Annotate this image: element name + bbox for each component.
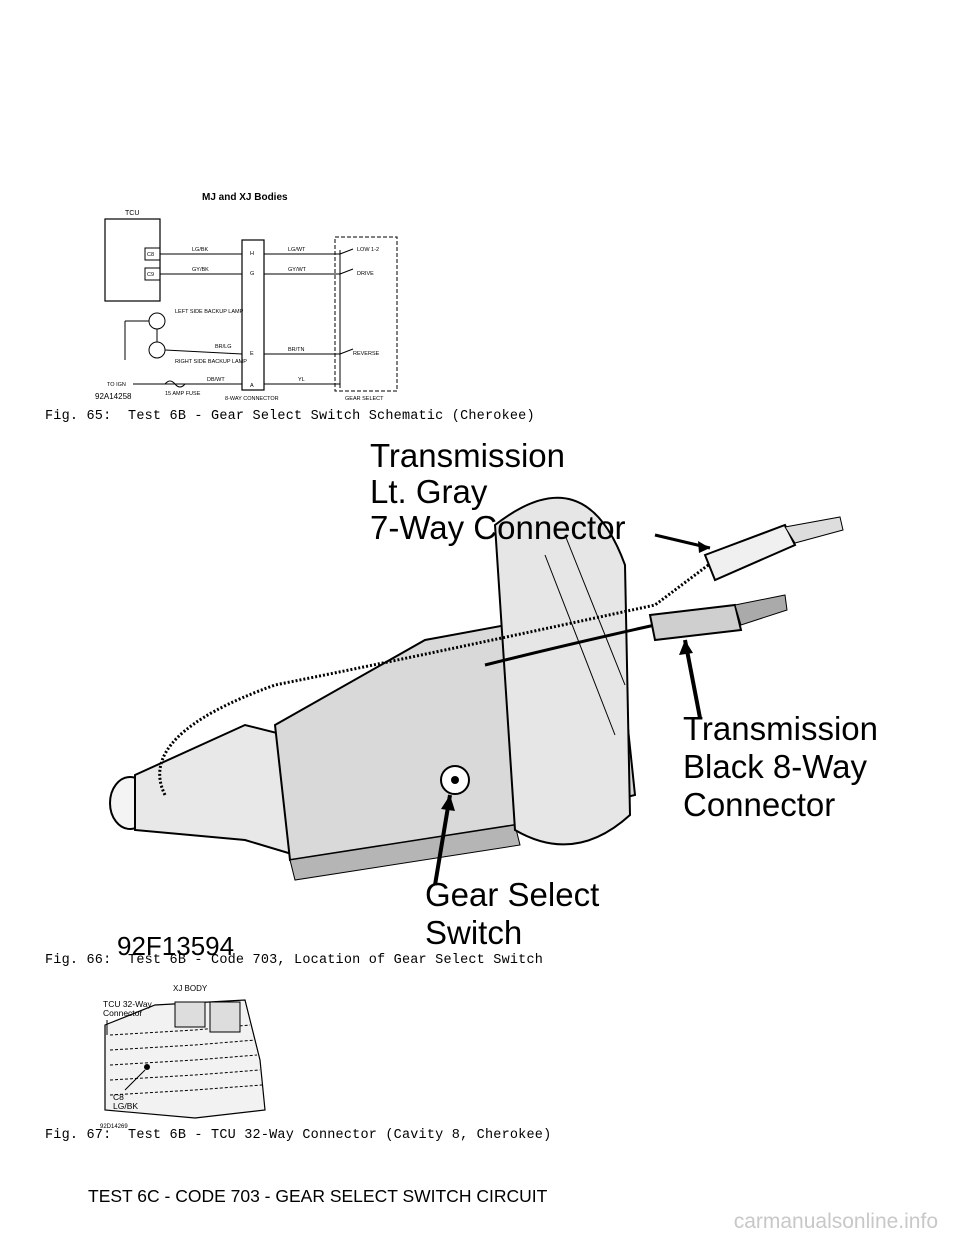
pos-drive: DRIVE	[357, 271, 374, 277]
gear-select-label: GEAR SELECT	[345, 396, 384, 402]
pos-reverse: REVERSE	[353, 351, 380, 357]
watermark[interactable]: carmanualsonline.info	[733, 1210, 938, 1233]
tcu-32way-label: TCU 32-Way Connector	[103, 999, 152, 1018]
wire-yl: YL	[298, 377, 305, 383]
label-lt-gray-7way: Transmission Lt. Gray 7-Way Connector	[370, 437, 626, 546]
xj-body-label: XJ BODY	[173, 984, 208, 993]
left-lamp-label: LEFT SIDE BACKUP LAMP	[175, 309, 244, 315]
pin-g: G	[250, 271, 254, 277]
tcu-label: TCU	[125, 210, 139, 217]
gear-select-switch-box	[334, 236, 398, 392]
cavity-8-icon	[144, 1064, 150, 1070]
wire-dbwt: DB/WT	[207, 377, 225, 383]
wire-brlg: BR/LG	[215, 344, 232, 350]
wire-lgwt: LG/WT	[288, 247, 306, 253]
fuse-icon	[164, 380, 186, 388]
figure-65-caption: Fig. 65: Test 6B - Gear Select Switch Sc…	[45, 409, 535, 424]
wire-lgbk: LG/BK	[192, 247, 209, 253]
drawing-id-65: 92A14258	[95, 392, 132, 401]
pin-c9-label: C9	[147, 272, 154, 278]
black-8way-connector	[648, 603, 743, 642]
wire-gywt: GY/WT	[288, 267, 307, 273]
fuse-label: 15 AMP FUSE	[165, 391, 201, 397]
gear-select-schematic: MJ and XJ Bodies TCU C8 C9 H G E A LG/BK…	[95, 192, 398, 402]
gear-switch-arrow	[433, 794, 452, 886]
right-lamp-label: RIGHT SIDE BACKUP LAMP	[175, 359, 247, 365]
left-backup-lamp-icon	[148, 312, 166, 330]
tcu-connector-illustration: XJ BODY 92D14269	[100, 984, 266, 1130]
wire-gybk: GY/BK	[192, 267, 209, 273]
connector-label: 8-WAY CONNECTOR	[225, 396, 279, 402]
label-black-8way: Transmission Black 8-Way Connector	[683, 710, 878, 823]
wiring-harness	[158, 558, 716, 796]
wire-brtn: BR/TN	[288, 347, 305, 353]
pin-a: A	[250, 383, 254, 389]
drawing-id-67: 92D14269	[100, 1124, 128, 1130]
cavity-c8-label: C8 LG/BK	[113, 1092, 139, 1111]
figure-66-caption: Fig. 66: Test 6B - Code 703, Location of…	[45, 953, 544, 968]
pin-e: E	[250, 351, 254, 357]
transmission-illustration: 92F13594	[109, 496, 844, 960]
pin-c8-label: C8	[147, 252, 154, 258]
label-gear-select-switch: Gear Select Switch	[425, 876, 600, 951]
drawing-id-66: 92F13594	[117, 931, 234, 960]
schematic-title: MJ and XJ Bodies	[202, 192, 288, 203]
figure-67-caption: Fig. 67: Test 6B - TCU 32-Way Connector …	[45, 1128, 552, 1143]
lt-gray-7way-connector	[703, 523, 797, 582]
right-backup-lamp-icon	[148, 341, 166, 359]
pin-h: H	[250, 251, 254, 257]
tailshaft-housing	[134, 723, 297, 857]
pos-low: LOW 1-2	[357, 247, 379, 253]
to-ign-label: TO IGN	[107, 382, 126, 388]
connector-8way	[241, 239, 265, 391]
bell-housing	[493, 496, 632, 846]
section-heading: TEST 6C - CODE 703 - GEAR SELECT SWITCH …	[88, 1186, 548, 1206]
